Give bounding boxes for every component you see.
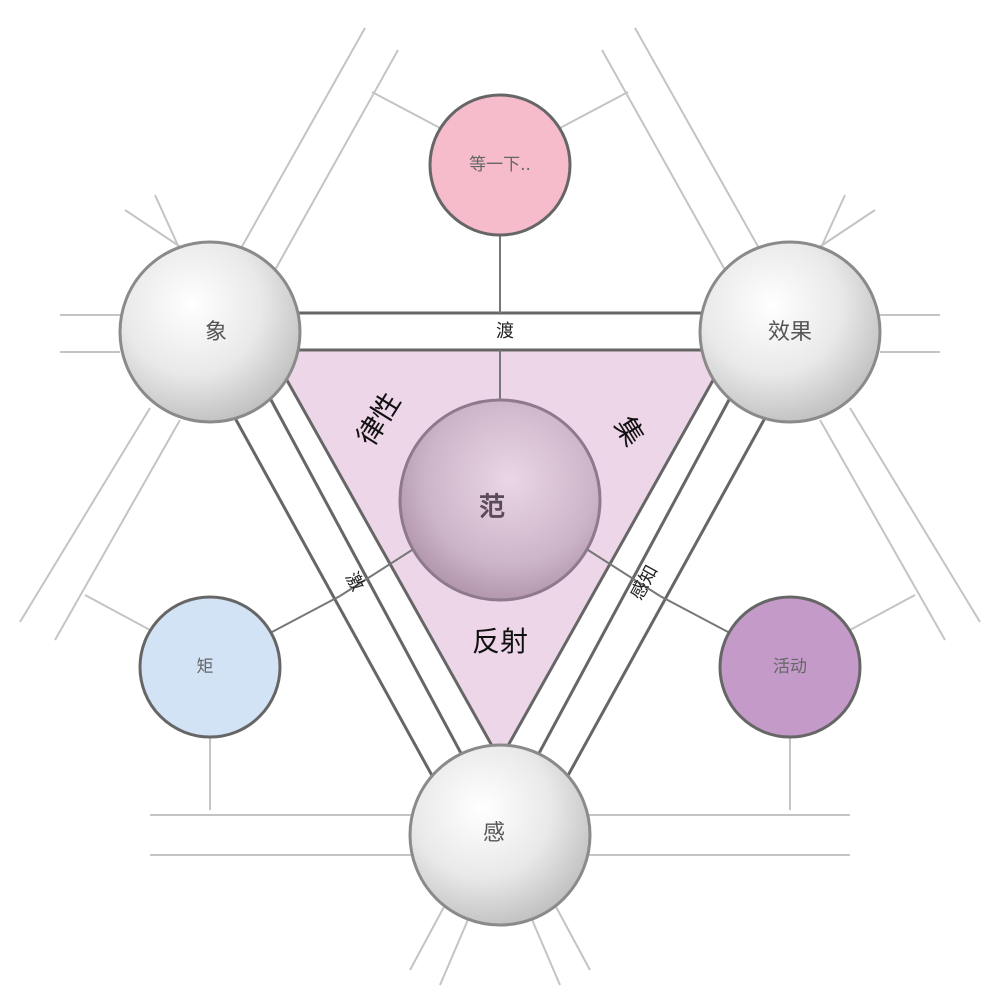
connectors — [271, 235, 729, 633]
node-top-right[interactable]: 效果 — [698, 240, 882, 424]
edge-bands — [233, 311, 767, 791]
node-right[interactable]: 活动 — [718, 595, 862, 739]
node-top[interactable]: 等一下.. — [428, 93, 572, 237]
node-top-left[interactable]: 象 — [118, 240, 302, 424]
node-left[interactable]: 矩 — [138, 595, 282, 739]
zone-bottom-label: 反射 — [472, 625, 528, 658]
node-right-label: 活动 — [773, 657, 807, 677]
background-lines — [19, 27, 981, 986]
node-top-label: 等一下.. — [469, 155, 531, 175]
node-top-right-label: 效果 — [768, 320, 812, 345]
node-bottom-label: 感 — [483, 821, 505, 846]
edge-top-label: 渡 — [496, 321, 514, 342]
center-node[interactable]: 范 — [398, 398, 602, 602]
node-bottom[interactable]: 感 — [408, 743, 592, 927]
node-top-left-label: 象 — [205, 320, 227, 345]
node-left-label: 矩 — [197, 657, 214, 677]
center-node-label: 范 — [479, 493, 505, 523]
